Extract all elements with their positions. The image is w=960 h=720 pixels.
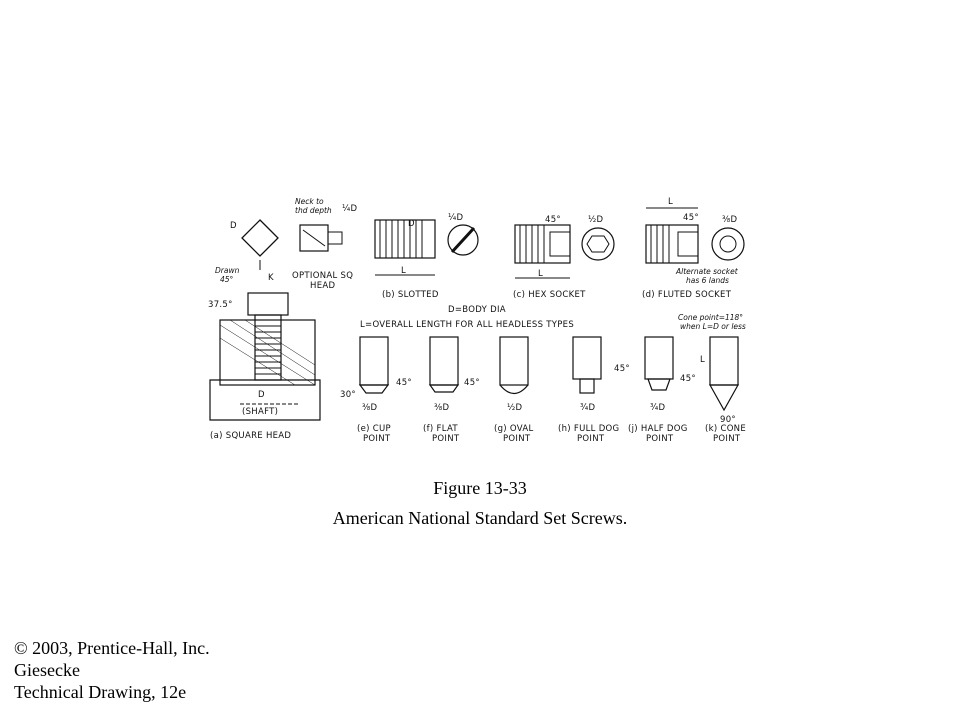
label-oval-line2: POINT: [503, 434, 531, 444]
headless-point-types: [358, 336, 740, 412]
square-head-top-view: [241, 219, 279, 257]
neck-note-line2: thd depth: [295, 206, 332, 215]
dim-half-dog: ¾D: [650, 403, 666, 413]
label-fluted-socket: (d) FLUTED SOCKET: [642, 290, 732, 300]
angle-45-flat: 45°: [464, 378, 480, 388]
optional-square-head-view: [299, 224, 343, 252]
dim-l-slotted: L: [401, 266, 406, 276]
drawn-note-line2: 45°: [220, 275, 234, 284]
angle-90-cone: 90°: [720, 415, 736, 425]
optional-head-line1: OPTIONAL SQ: [292, 271, 353, 281]
label-cone-line2: POINT: [713, 434, 741, 444]
figure-caption: American National Standard Set Screws.: [332, 508, 628, 528]
author-line: Giesecke: [14, 660, 80, 680]
alternate-socket-line1: Alternate socket: [675, 267, 739, 276]
dim-oval: ½D: [507, 403, 523, 413]
label-full-dog-line2: POINT: [577, 434, 605, 444]
dim-d-slotted: D: [408, 219, 415, 229]
dim-quarter-d-b: ¼D: [448, 213, 464, 223]
slotted-screw: [374, 219, 479, 276]
dim-d-diamond: D: [230, 221, 237, 231]
angle-45-half-dog: 45°: [680, 374, 696, 384]
overall-length-note: L=OVERALL LENGTH FOR ALL HEADLESS TYPES: [360, 320, 574, 330]
dim-full-dog: ¾D: [580, 403, 596, 413]
dim-l-cone: L: [700, 355, 705, 365]
optional-head-line2: HEAD: [310, 281, 335, 291]
square-head-screw: [209, 292, 321, 421]
cone-point-note-line1: Cone point=118°: [678, 313, 743, 322]
label-square-head: (a) SQUARE HEAD: [210, 431, 291, 441]
dim-l-fluted: L: [668, 197, 673, 207]
label-full-dog-line1: (h) FULL DOG: [558, 424, 619, 434]
label-flat-line1: (f) FLAT: [423, 424, 458, 434]
drawn-note-line1: Drawn: [215, 266, 240, 275]
angle-30: 30°: [340, 390, 356, 400]
neck-note-line1: Neck to: [295, 197, 324, 206]
angle-45-cup: 45°: [396, 378, 412, 388]
dim-quarter-d-a: ¼D: [342, 204, 358, 214]
dim-flat: ⅜D: [434, 403, 450, 413]
label-hex-socket: (c) HEX SOCKET: [513, 290, 586, 300]
dim-three-eighths-d: ⅜D: [722, 215, 738, 225]
angle-45-hex: 45°: [545, 215, 561, 225]
body-dia-note: D=BODY DIA: [448, 305, 506, 315]
cone-point-note-line2: when L=D or less: [680, 322, 746, 331]
label-cup-line2: POINT: [363, 434, 391, 444]
dim-d-shaft: D: [258, 390, 265, 400]
set-screws-figure: Neck to thd depth ¼D OPTIONAL SQ HEAD Dr…: [200, 190, 765, 450]
dim-l-hex: L: [538, 269, 543, 279]
label-slotted: (b) SLOTTED: [382, 290, 439, 300]
dim-k: K: [268, 273, 274, 283]
dim-half-d: ½D: [588, 215, 604, 225]
credits-block: © 2003, Prentice-Hall, Inc. Giesecke Tec…: [14, 637, 210, 703]
label-flat-line2: POINT: [432, 434, 460, 444]
label-oval-line1: (g) OVAL: [494, 424, 534, 434]
dim-cup: ⅜D: [362, 403, 378, 413]
alternate-socket-line2: has 6 lands: [686, 276, 729, 285]
label-half-dog-line1: (j) HALF DOG: [628, 424, 688, 434]
book-line: Technical Drawing, 12e: [14, 682, 187, 702]
angle-45-full-dog: 45°: [614, 364, 630, 374]
label-half-dog-line2: POINT: [646, 434, 674, 444]
shaft-label: (SHAFT): [242, 407, 278, 417]
copyright-line: © 2003, Prentice-Hall, Inc.: [14, 638, 210, 658]
figure-number: Figure 13-33: [433, 478, 527, 498]
hex-socket-screw: [514, 224, 615, 279]
label-cup-line1: (e) CUP: [357, 424, 391, 434]
fluted-socket-screw: [645, 207, 745, 264]
angle-37-5: 37.5°: [208, 300, 233, 310]
set-screws-drawing: Neck to thd depth ¼D OPTIONAL SQ HEAD Dr…: [208, 197, 746, 444]
angle-45-fluted: 45°: [683, 213, 699, 223]
label-cone-line1: (k) CONE: [705, 424, 746, 434]
